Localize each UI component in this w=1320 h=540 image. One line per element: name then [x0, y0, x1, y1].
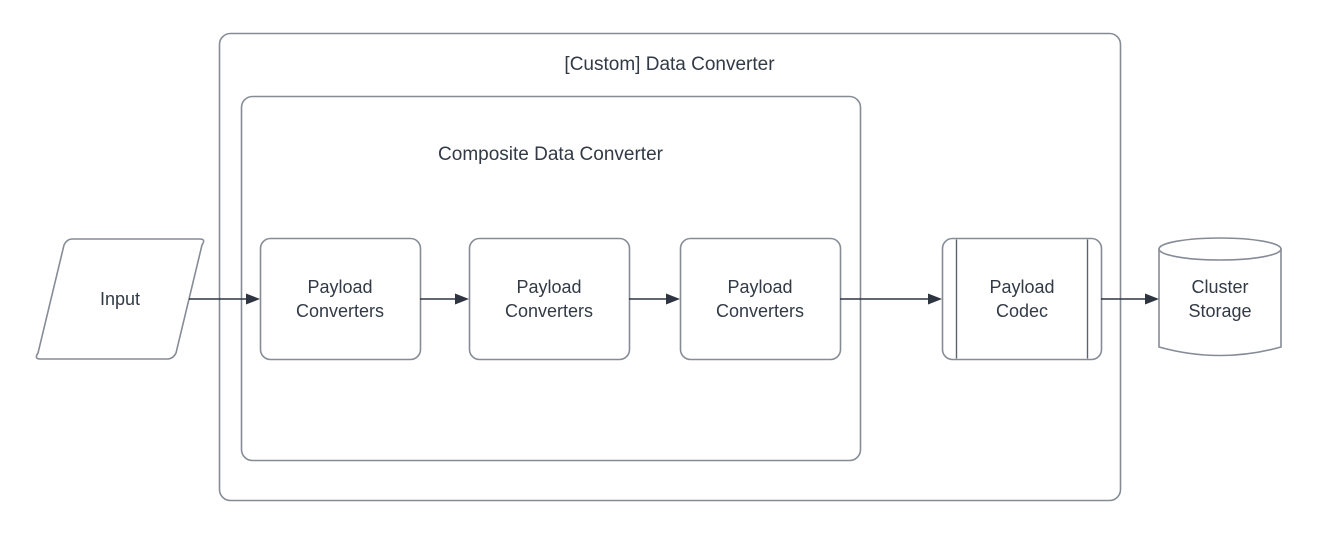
node-cluster-storage-body — [1158, 248, 1282, 357]
connector-input-to-converters-1-arrowhead — [246, 293, 260, 305]
node-payload-converters-3-shape — [679, 237, 842, 361]
node-payload-codec-shape — [941, 237, 1103, 361]
connector-converters-3-to-codec-arrowhead — [928, 293, 942, 305]
node-payload-converters-2-shape — [468, 237, 631, 361]
node-input-shape — [35, 238, 205, 360]
connector-codec-to-cluster-storage-arrowhead — [1145, 293, 1159, 305]
node-payload-converters-1-shape — [259, 237, 422, 361]
node-cluster-storage-top-ellipse — [1158, 237, 1282, 261]
connector-converters-2-to-converters-3-arrowhead — [666, 293, 680, 305]
connector-converters-1-to-converters-2-arrowhead — [455, 293, 469, 305]
